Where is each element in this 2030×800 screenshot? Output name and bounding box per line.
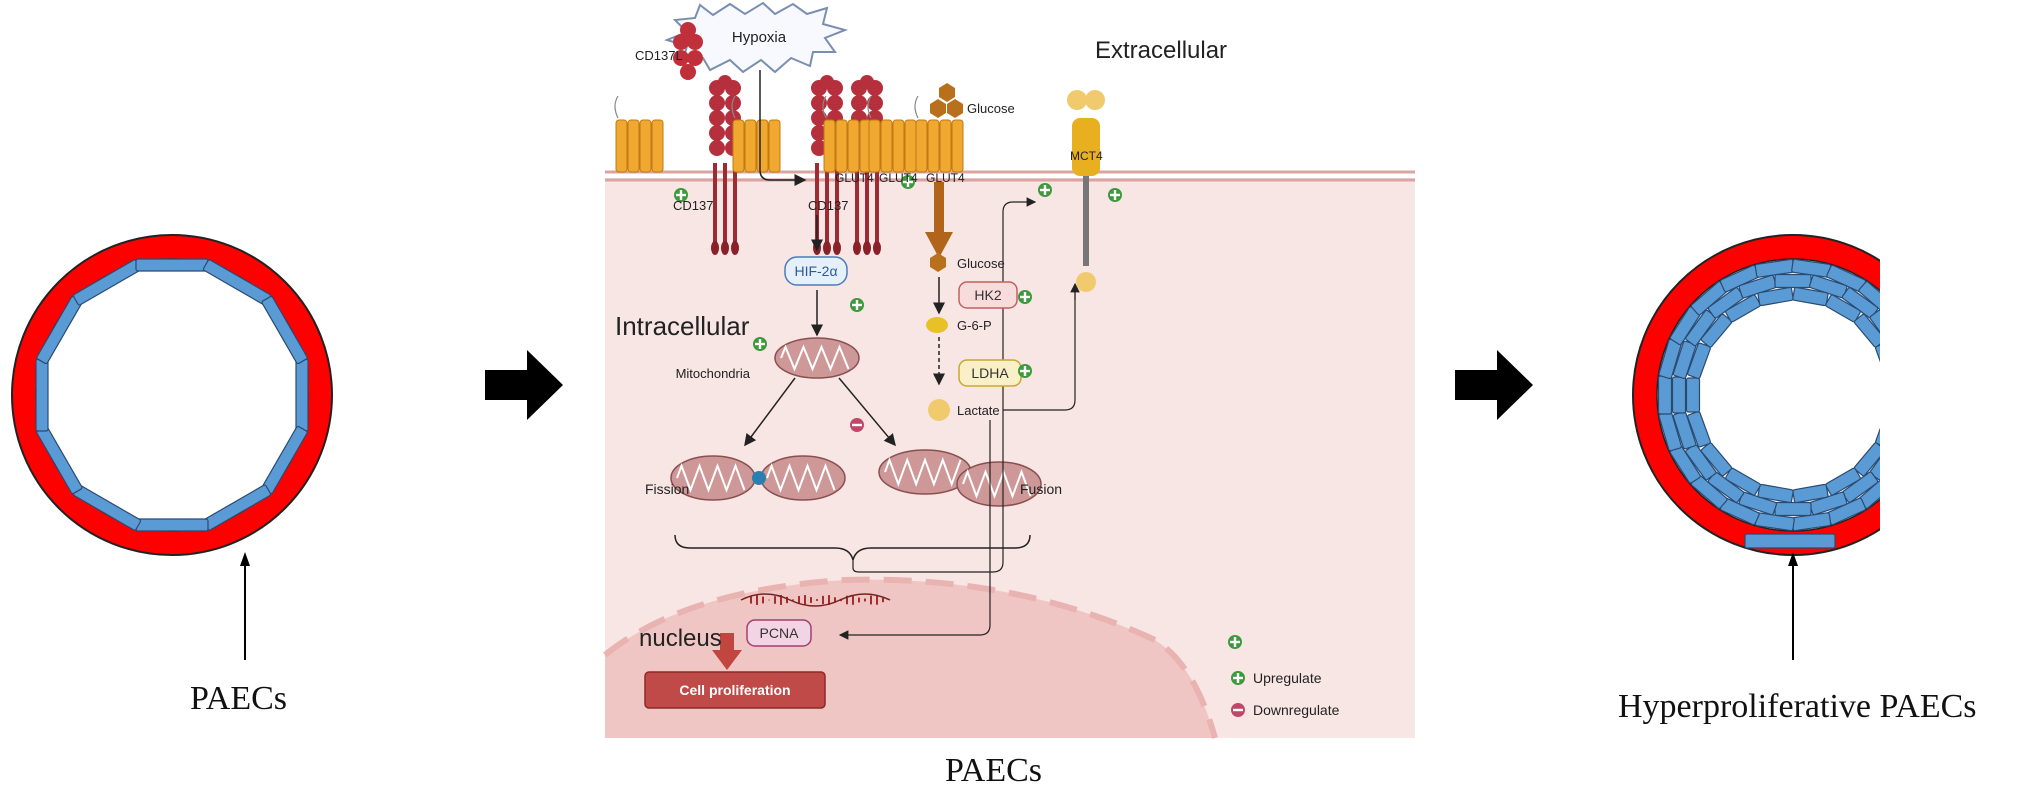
endothelial-cell [1853, 442, 1880, 477]
hk2-label: HK2 [974, 287, 1001, 303]
endothelial-cell [295, 358, 309, 432]
mechanism-diagram: Hypoxia CD137L Extracellular CD137 CD137… [603, 1, 1415, 739]
endothelial-cell [1853, 313, 1880, 348]
cell-proliferation-box [644, 671, 826, 709]
endothelial-cell [1825, 467, 1861, 496]
glut4-label-c: GLUT4 [926, 171, 965, 185]
mitochondrion [774, 337, 860, 379]
endothelial-cell [1700, 313, 1733, 348]
endothelial-cell [1657, 375, 1673, 415]
ldha-label: LDHA [971, 365, 1009, 381]
glut4-label-a: GLUT4 [835, 171, 874, 185]
glucose-molecules [930, 83, 963, 118]
mitochondria-label: Mitochondria [676, 366, 751, 381]
endothelial-cell [1825, 294, 1861, 323]
block-arrow-left [485, 350, 563, 420]
upregulate-markers [674, 175, 1242, 649]
pcna-box [746, 619, 812, 647]
endothelial-cell [1774, 273, 1812, 289]
hif-2a-label: HIF-2α [794, 263, 837, 279]
endothelial-cell-layer [35, 258, 309, 532]
endothelial-cell [135, 258, 209, 272]
extra-cell [1744, 533, 1836, 549]
legend-up-label: Upregulate [1253, 670, 1322, 686]
mitochondrion-fusion [878, 449, 1042, 507]
center-caption: PAECs [945, 752, 1043, 789]
endothelial-cell [1792, 483, 1829, 504]
nucleus-label: nucleus [639, 625, 722, 652]
endothelial-cell [1757, 286, 1794, 307]
g6p-label: G-6-P [957, 318, 992, 333]
endothelial-cell [1700, 442, 1733, 477]
cd137-left-label: CD137 [673, 198, 713, 213]
hif-2a-box [784, 256, 848, 286]
vessel-wall [12, 235, 332, 555]
transcription-arrow [712, 650, 742, 670]
endothelial-cell [1875, 342, 1880, 380]
endothelial-cell [1725, 294, 1761, 323]
block-arrow-right [1455, 350, 1533, 420]
lactate-molecule [928, 399, 950, 421]
endothelial-cell [35, 358, 49, 432]
endothelial-cell [1869, 309, 1880, 347]
hyperproliferative-vessel-diagram [1632, 234, 1880, 660]
endothelial-cell [1671, 376, 1687, 414]
cd137-right-label: CD137 [808, 198, 848, 213]
g6p-molecule [926, 317, 948, 333]
normal-vessel-diagram [11, 234, 333, 660]
endothelial-cell [1774, 501, 1812, 517]
endothelial-cell-layers [1657, 258, 1880, 532]
glucose-out-label: Glucose [967, 101, 1015, 116]
endothelial-cell [1725, 467, 1761, 496]
extracellular-label: Extracellular [1095, 37, 1227, 64]
fission-site [752, 471, 766, 485]
endothelial-cell [1687, 342, 1711, 380]
mct4-label: MCT4 [1070, 149, 1103, 163]
endothelial-cell [1685, 377, 1701, 413]
endothelial-cell [1757, 483, 1794, 504]
endothelial-cell [261, 295, 308, 365]
cd137l-label: CD137L [635, 48, 683, 63]
paecs-label: PAECs [190, 680, 288, 717]
fusion-label: Fusion [1020, 481, 1062, 497]
glucose-uptake-arrow [925, 232, 953, 258]
endothelial-cell [1687, 410, 1711, 448]
pcna-label: PCNA [760, 625, 800, 641]
endothelial-cell [135, 518, 209, 532]
legend [1231, 671, 1245, 717]
legend-down-label: Downregulate [1253, 702, 1340, 718]
glut4-label-b: GLUT4 [879, 171, 918, 185]
glut4-transporters [614, 95, 964, 173]
cell-proliferation-label: Cell proliferation [679, 682, 790, 698]
endothelial-cell [1875, 410, 1880, 448]
endothelial-cell [1792, 286, 1829, 307]
cd137l-ligand [673, 22, 703, 80]
downregulate-marker [850, 418, 864, 432]
lactate-label: Lactate [957, 403, 1000, 418]
fission-label: Fission [645, 481, 689, 497]
dna-helix [740, 593, 891, 607]
hypoxia-label: Hypoxia [732, 29, 787, 46]
mct4-transporter [1067, 90, 1105, 292]
hk2-box [958, 281, 1018, 309]
hyperproliferative-paecs-label: Hyperproliferative PAECs [1618, 688, 1977, 725]
intracellular-label: Intracellular [615, 311, 750, 341]
glucose-in-label: Glucose [957, 256, 1005, 271]
